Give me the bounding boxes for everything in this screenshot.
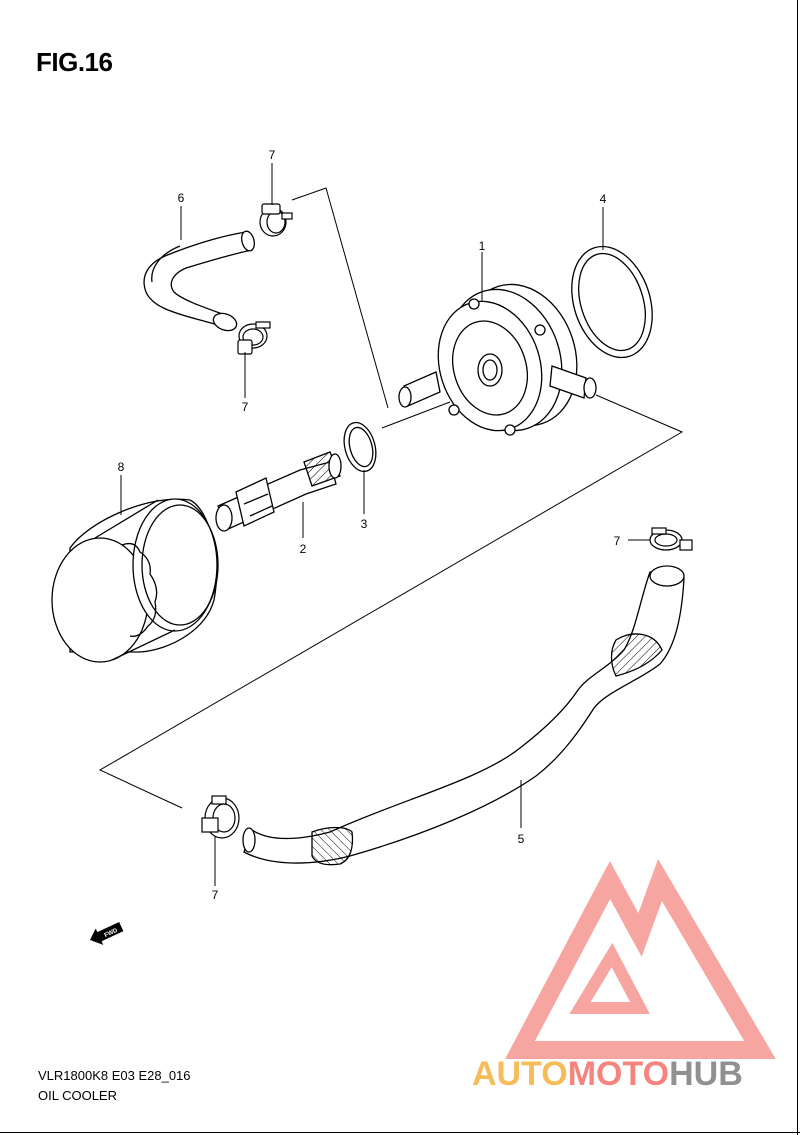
part-1-oil-cooler bbox=[398, 283, 597, 436]
part-3-gasket bbox=[343, 421, 377, 473]
part-7-clamp-bottom bbox=[201, 795, 240, 839]
part-6-hose bbox=[143, 230, 255, 332]
svg-text:AUTOMOTOHUB: AUTOMOTOHUB bbox=[472, 1055, 743, 1093]
callout-7-right: 7 bbox=[614, 534, 621, 548]
watermark-logo-icon bbox=[505, 858, 776, 1059]
callout-7-bottom: 7 bbox=[212, 888, 219, 902]
fwd-arrow-icon: FWD bbox=[90, 922, 124, 945]
callout-1: 1 bbox=[479, 239, 486, 253]
callout-7-mid: 7 bbox=[242, 400, 249, 414]
figure-name: OIL COOLER bbox=[38, 1088, 117, 1103]
watermark-moto: MOTO bbox=[568, 1055, 669, 1093]
figure-code: VLR1800K8 E03 E28_016 bbox=[38, 1068, 191, 1083]
watermark-text: AUTOMOTOHUB bbox=[472, 1055, 743, 1093]
part-5-hose bbox=[242, 565, 685, 866]
part-8-oil-filter bbox=[51, 498, 219, 663]
part-7-clamp-top bbox=[259, 203, 293, 237]
watermark-auto: AUTO bbox=[472, 1055, 568, 1093]
page-border-bottom bbox=[0, 1132, 800, 1133]
leader-lines bbox=[120, 163, 650, 886]
watermark-hub: HUB bbox=[669, 1055, 743, 1093]
page-border-right bbox=[797, 0, 798, 1135]
callout-5: 5 bbox=[518, 832, 525, 846]
assembly-lines bbox=[98, 187, 684, 809]
part-4-o-ring bbox=[571, 245, 653, 359]
part-2-union-bolt bbox=[215, 451, 342, 532]
part-7-clamp-mid bbox=[237, 321, 271, 355]
fwd-label: FWD bbox=[104, 928, 120, 939]
callout-3: 3 bbox=[361, 517, 368, 531]
callout-7-top: 7 bbox=[269, 148, 276, 162]
callout-6: 6 bbox=[178, 191, 185, 205]
callout-4: 4 bbox=[600, 192, 607, 206]
figure-title: FIG.16 bbox=[36, 47, 113, 77]
callout-2: 2 bbox=[300, 542, 307, 556]
callout-8: 8 bbox=[118, 460, 125, 474]
part-7-clamp-right bbox=[649, 527, 693, 551]
